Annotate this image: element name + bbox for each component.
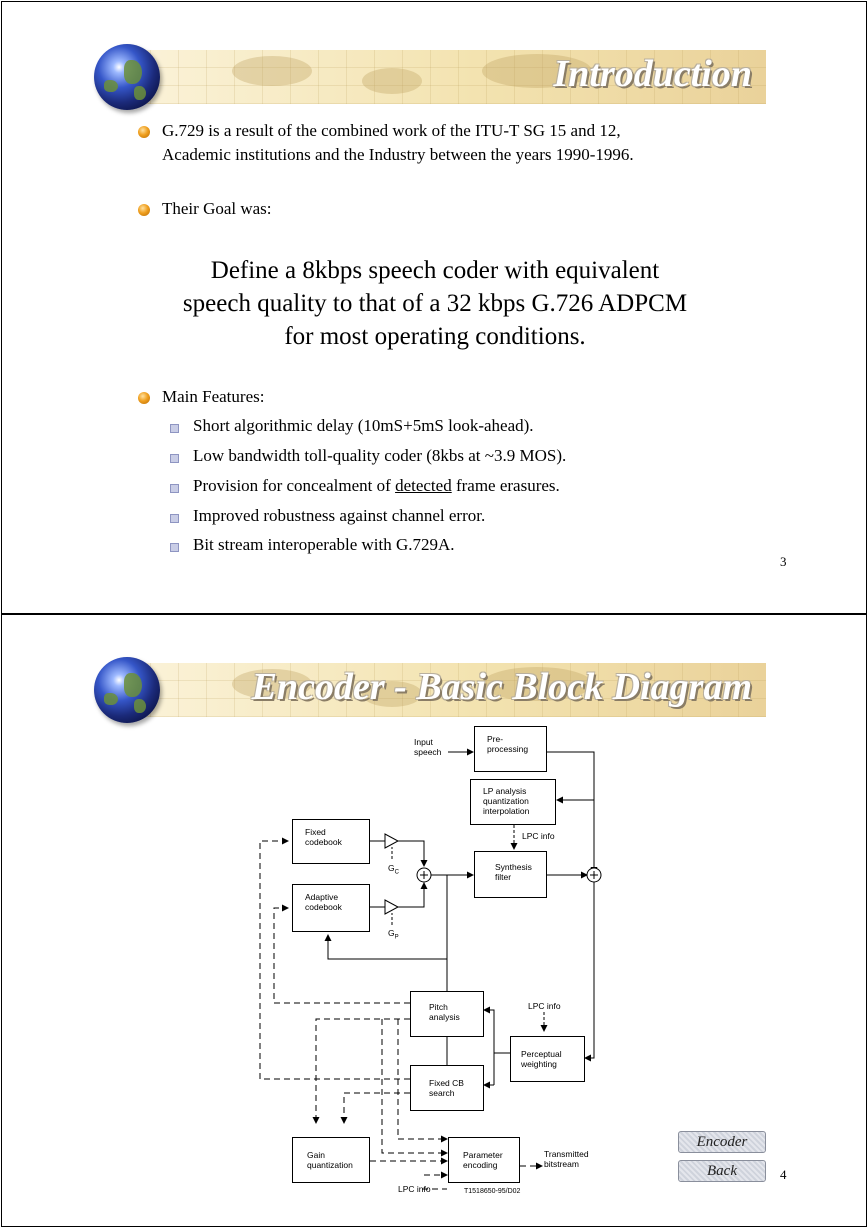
- slide-introduction: Introduction G.729 is a result of the co…: [1, 1, 867, 614]
- sub-bullet-icon: [170, 454, 179, 463]
- slide-title: Introduction: [553, 53, 752, 95]
- title-banner: Encoder - Basic Block Diagram: [122, 663, 766, 717]
- back-button[interactable]: Back: [678, 1160, 766, 1182]
- bullet-icon: [138, 204, 150, 216]
- figure-code: T1518650-95/D02: [464, 1188, 521, 1195]
- feature-item: Short algorithmic delay (10mS+5mS look-a…: [193, 416, 534, 435]
- sub-bullet-icon: [170, 484, 179, 493]
- sub-bullet-icon: [170, 514, 179, 523]
- goal-line-2: speech quality to that of a 32 kbps G.72…: [182, 290, 688, 317]
- label-gain-p: GP: [388, 928, 399, 941]
- title-banner: Introduction: [122, 50, 766, 104]
- feature-item: Bit stream interoperable with G.729A.: [193, 535, 455, 554]
- feature-item: Provision for concealment of detected fr…: [193, 476, 560, 495]
- globe-icon: [94, 44, 160, 110]
- encoder-button[interactable]: Encoder: [678, 1131, 766, 1153]
- bullet-icon: [138, 126, 150, 138]
- label-lpc-info-2: LPC info: [528, 1001, 561, 1011]
- feature-item: Improved robustness against channel erro…: [193, 506, 486, 525]
- slide-encoder-diagram: Encoder - Basic Block Diagram: [1, 614, 867, 1227]
- goal-line-3: for most operating conditions.: [284, 323, 586, 350]
- bullet-icon: [138, 392, 150, 404]
- features-heading: Main Features:: [162, 387, 265, 406]
- block-pre-processing: Pre-processing: [474, 726, 547, 772]
- sub-bullet-icon: [170, 543, 179, 552]
- globe-icon: [94, 657, 160, 723]
- diagram-connections: [259, 748, 602, 1190]
- feature-item: Low bandwidth toll-quality coder (8kbs a…: [193, 446, 567, 465]
- goal-line-1: Define a 8kbps speech coder with equival…: [210, 257, 660, 284]
- label-lpc-info: LPC info: [522, 831, 555, 841]
- page-number: 4: [780, 1167, 787, 1182]
- bullet-goal: Their Goal was:: [162, 199, 272, 218]
- bullet-origin: G.729 is a result of the combined work o…: [162, 121, 634, 164]
- label-gain-c: GC: [388, 863, 399, 876]
- sub-bullet-icon: [170, 424, 179, 433]
- page-number: 3: [780, 554, 787, 569]
- label-lpc-info-3: LPC info: [398, 1184, 431, 1194]
- slide-title: Encoder - Basic Block Diagram: [251, 666, 752, 708]
